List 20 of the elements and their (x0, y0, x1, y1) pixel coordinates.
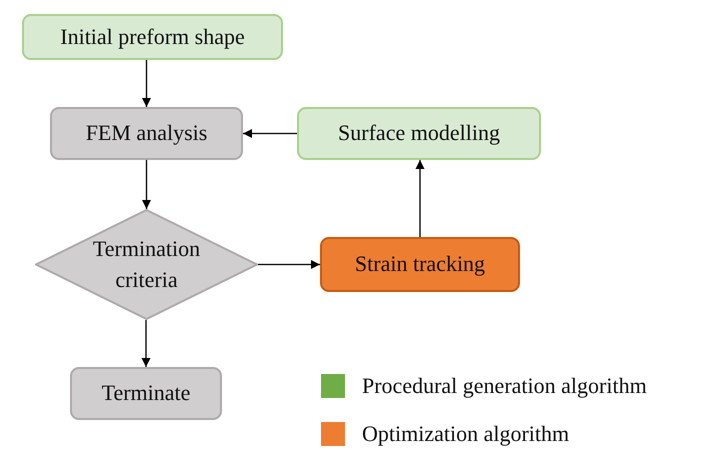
arrow (141, 320, 151, 367)
arrow (142, 160, 152, 209)
decision-diamond (35, 209, 258, 320)
process-box (320, 237, 520, 292)
node-label: Strain tracking (354, 250, 486, 278)
process-box (297, 107, 541, 160)
arrow (243, 128, 297, 138)
arrow (142, 60, 152, 107)
process-box (50, 107, 243, 160)
node-label: Terminate (102, 379, 190, 408)
process-box (70, 367, 222, 420)
node-label: Termination criteria (92, 234, 202, 294)
process-box (22, 14, 283, 60)
node-label: FEM analysis (86, 119, 208, 148)
node-label: Surface modelling (338, 119, 500, 148)
arrow (258, 260, 320, 270)
arrow (415, 160, 425, 237)
legend-label: Procedural generation algorithm (362, 373, 647, 399)
node-label: Initial preform shape (60, 22, 245, 51)
legend-label: Optimization algorithm (362, 421, 570, 447)
